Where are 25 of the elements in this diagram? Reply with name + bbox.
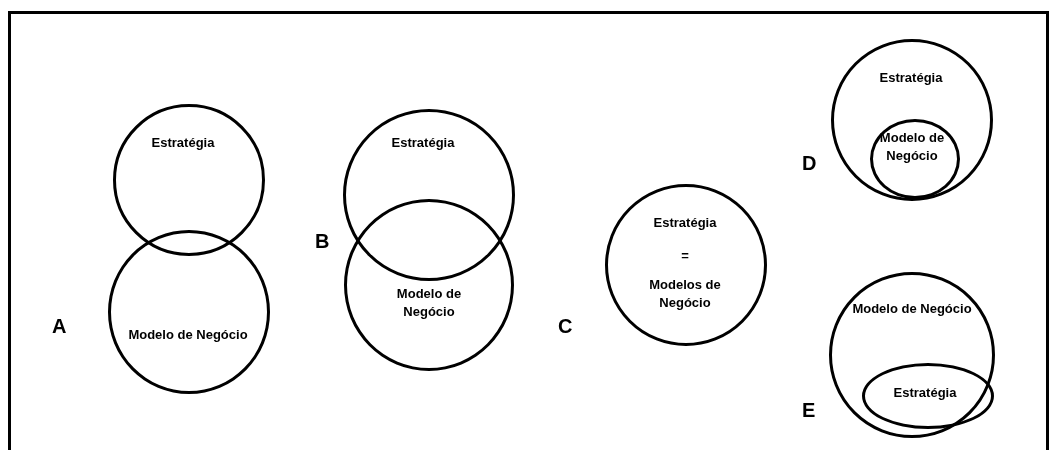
circle-label: Modelo de Negócio bbox=[878, 129, 946, 166]
circle bbox=[343, 109, 515, 281]
circle-label: Estratégia bbox=[892, 384, 958, 402]
panel-letter: D bbox=[802, 152, 817, 175]
circle bbox=[831, 39, 993, 201]
panel-letter: A bbox=[52, 315, 67, 338]
panel-letter: C bbox=[558, 315, 573, 338]
circle bbox=[829, 272, 995, 438]
ellipse bbox=[862, 363, 994, 429]
ellipse bbox=[870, 119, 960, 199]
panel-letter: B bbox=[315, 230, 330, 253]
circle-label: Modelos de Negócio bbox=[648, 276, 722, 313]
circle bbox=[113, 104, 265, 256]
circle-label: = bbox=[680, 247, 690, 265]
circle-label: Modelo de Negócio bbox=[852, 300, 972, 318]
circle-label: Estratégia bbox=[150, 134, 216, 152]
circle bbox=[344, 199, 514, 371]
circle bbox=[605, 184, 767, 346]
circle-label: Modelo de Negócio bbox=[395, 285, 463, 322]
circle-label: Modelo de Negócio bbox=[128, 326, 248, 344]
circle-label: Estratégia bbox=[652, 214, 718, 232]
circle-label: Estratégia bbox=[390, 134, 456, 152]
circle bbox=[108, 230, 270, 394]
circle-label: Estratégia bbox=[878, 69, 944, 87]
panel-letter: E bbox=[802, 399, 816, 422]
